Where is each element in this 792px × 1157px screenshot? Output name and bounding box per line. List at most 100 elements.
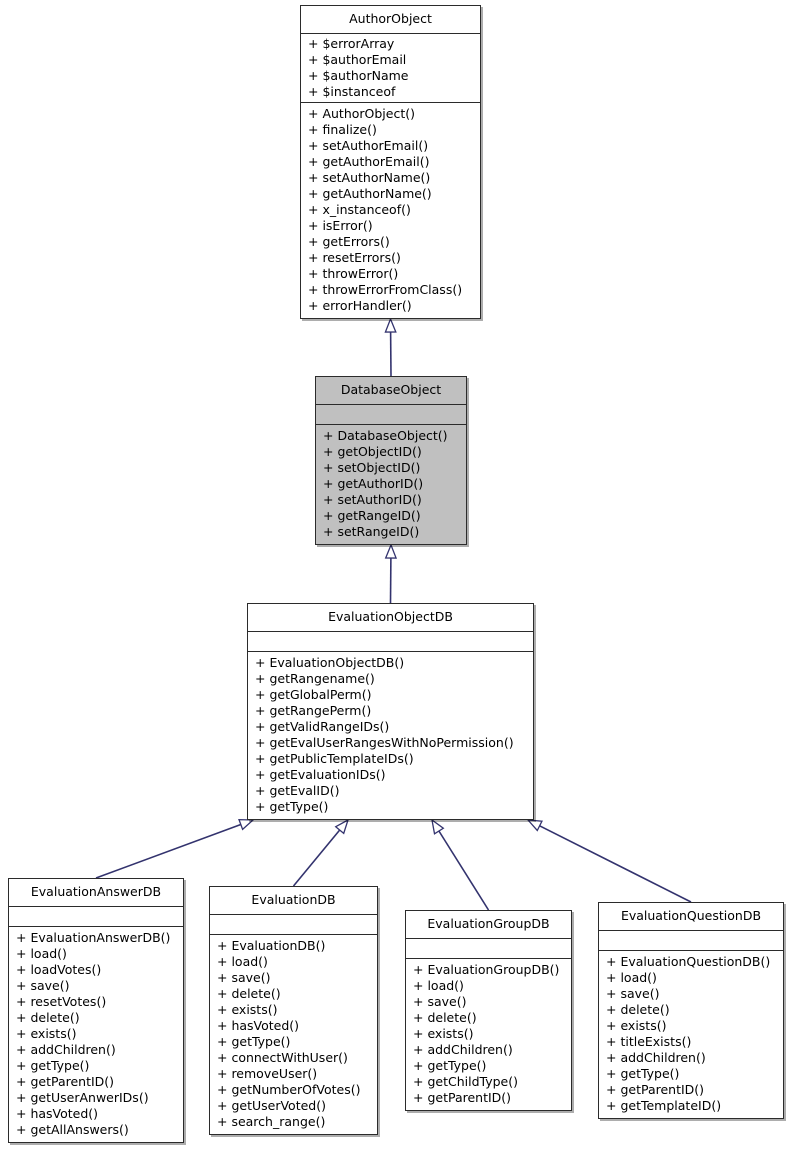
class-box-DatabaseObject[interactable]: DatabaseObject + DatabaseObject()+ getObj…: [315, 376, 467, 545]
operation-row: + resetVotes(): [16, 994, 107, 1009]
operation-row: + resetErrors(): [308, 250, 401, 265]
operation-row: + throwErrorFromClass(): [308, 282, 463, 297]
operation-row: + getUserVoted(): [217, 1098, 326, 1113]
operation-row: + setRangeID(): [323, 524, 420, 539]
operation-row: + exists(): [413, 1026, 474, 1041]
operation-row: + save(): [606, 986, 660, 1001]
operation-row: + EvaluationQuestionDB(): [606, 954, 771, 969]
operation-row: + load(): [16, 946, 67, 961]
operation-row: + hasVoted(): [217, 1018, 300, 1033]
operation-row: + getTemplateID(): [606, 1098, 722, 1113]
operation-row: + getType(): [16, 1058, 90, 1073]
operation-row: + getUserAnwerIDs(): [16, 1090, 149, 1105]
attributes-compartment-EvaluationObjectDB: [248, 632, 533, 652]
attributes-compartment-EvaluationGroupDB: [406, 939, 571, 959]
generalization-line-EvaluationGroupDB-to-EvaluationObjectDB: [438, 830, 490, 911]
operation-row: + addChildren(): [606, 1050, 706, 1065]
operation-row: + load(): [606, 970, 657, 985]
class-name-EvaluationGroupDB: EvaluationGroupDB: [406, 911, 571, 939]
operation-row: + getRangename(): [255, 671, 375, 686]
class-box-AuthorObject[interactable]: AuthorObject+ $errorArray+ $authorEmail+…: [300, 5, 481, 319]
generalization-line-EvaluationDB-to-EvaluationObjectDB: [292, 829, 341, 887]
operation-row: + AuthorObject(): [308, 106, 415, 121]
operations-compartment-EvaluationAnswerDB: + EvaluationAnswerDB()+ load()+ loadVote…: [9, 927, 183, 1142]
operation-row: + throwError(): [308, 266, 399, 281]
operation-row: + getParentID(): [16, 1074, 115, 1089]
operation-row: + setAuthorID(): [323, 492, 422, 507]
operation-row: + load(): [217, 954, 268, 969]
operation-row: + getAuthorName(): [308, 186, 432, 201]
operation-row: + delete(): [217, 986, 281, 1001]
generalization-arrowhead-EvaluationAnswerDB: [238, 818, 255, 831]
operation-row: + delete(): [606, 1002, 670, 1017]
operation-row: + setObjectID(): [323, 460, 421, 475]
operation-row: + load(): [413, 978, 464, 993]
operation-row: + getAllAnswers(): [16, 1122, 129, 1137]
generalization-arrowhead-EvaluationObjectDB: [384, 543, 398, 559]
operation-row: + EvaluationObjectDB(): [255, 655, 405, 670]
generalization-line-EvaluationAnswerDB-to-EvaluationObjectDB: [95, 823, 242, 879]
operation-row: + getRangeID(): [323, 508, 421, 523]
operation-row: + titleExists(): [606, 1034, 692, 1049]
class-box-EvaluationObjectDB[interactable]: EvaluationObjectDB+ EvaluationObjectDB()…: [247, 603, 534, 820]
class-name-DatabaseObject: DatabaseObject: [316, 377, 466, 405]
operation-row: + getRangePerm(): [255, 703, 372, 718]
operation-row: + getPublicTemplateIDs(): [255, 751, 414, 766]
operation-row: + addChildren(): [16, 1042, 116, 1057]
operation-row: + getEvalID(): [255, 783, 340, 798]
operation-row: + EvaluationDB(): [217, 938, 326, 953]
attribute-row: + $authorEmail: [308, 52, 407, 67]
class-name-EvaluationQuestionDB: EvaluationQuestionDB: [599, 903, 783, 931]
operations-compartment-EvaluationDB: + EvaluationDB()+ load()+ save()+ delete…: [210, 935, 377, 1134]
operation-row: + save(): [217, 970, 271, 985]
operation-row: + removeUser(): [217, 1066, 318, 1081]
class-name-EvaluationDB: EvaluationDB: [210, 887, 377, 915]
attributes-compartment-EvaluationAnswerDB: [9, 907, 183, 927]
operation-row: + getObjectID(): [323, 444, 422, 459]
operations-compartment-EvaluationGroupDB: + EvaluationGroupDB()+ load()+ save()+ d…: [406, 959, 571, 1110]
operation-row: + connectWithUser(): [217, 1050, 348, 1065]
generalization-arrowhead-EvaluationQuestionDB: [526, 819, 543, 832]
generalization-arrowhead-EvaluationDB: [334, 818, 350, 835]
operation-row: + getEvalUserRangesWithNoPermission(): [255, 735, 514, 750]
generalization-line-EvaluationQuestionDB-to-EvaluationObjectDB: [539, 825, 692, 903]
operation-row: + getType(): [255, 799, 329, 814]
class-box-EvaluationDB[interactable]: EvaluationDB + EvaluationDB()+ load()+ sa…: [209, 886, 378, 1135]
attributes-compartment-EvaluationDB: [210, 915, 377, 935]
operations-compartment-EvaluationObjectDB: + EvaluationObjectDB()+ getRangename()+ …: [248, 652, 533, 819]
operation-row: + getNumberOfVotes(): [217, 1082, 361, 1097]
class-box-EvaluationAnswerDB[interactable]: EvaluationAnswerDB+ EvaluationAnswerDB()…: [8, 878, 184, 1143]
class-name-AuthorObject: AuthorObject: [301, 6, 480, 34]
operation-row: + getEvaluationIDs(): [255, 767, 386, 782]
operation-row: + search_range(): [217, 1114, 326, 1129]
operation-row: + EvaluationAnswerDB(): [16, 930, 171, 945]
operation-row: + DatabaseObject(): [323, 428, 448, 443]
operation-row: + save(): [413, 994, 467, 1009]
operation-row: + getGlobalPerm(): [255, 687, 372, 702]
operation-row: + save(): [16, 978, 70, 993]
attribute-row: + $authorName: [308, 68, 409, 83]
operation-row: + getErrors(): [308, 234, 390, 249]
operations-compartment-AuthorObject: + AuthorObject()+ finalize()+ setAuthorE…: [301, 103, 480, 318]
operation-row: + getAuthorEmail(): [308, 154, 430, 169]
operation-row: + getChildType(): [413, 1074, 518, 1089]
operation-row: + getParentID(): [413, 1090, 512, 1105]
class-box-EvaluationGroupDB[interactable]: EvaluationGroupDB+ EvaluationGroupDB()+ …: [405, 910, 572, 1111]
operation-row: + exists(): [217, 1002, 278, 1017]
attributes-compartment-EvaluationQuestionDB: [599, 931, 783, 951]
operation-row: + delete(): [16, 1010, 80, 1025]
class-box-EvaluationQuestionDB[interactable]: EvaluationQuestionDB + EvaluationQuestion…: [598, 902, 784, 1119]
operation-row: + x_instanceof(): [308, 202, 411, 217]
operation-row: + delete(): [413, 1010, 477, 1025]
operation-row: + getAuthorID(): [323, 476, 424, 491]
operation-row: + EvaluationGroupDB(): [413, 962, 560, 977]
operation-row: + addChildren(): [413, 1042, 513, 1057]
generalization-arrowhead-DatabaseObject: [384, 317, 397, 333]
attributes-compartment-DatabaseObject: [316, 405, 466, 425]
operation-row: + errorHandler(): [308, 298, 412, 313]
operation-row: + getValidRangeIDs(): [255, 719, 390, 734]
operation-row: + exists(): [606, 1018, 667, 1033]
operation-row: + exists(): [16, 1026, 77, 1041]
operation-row: + getParentID(): [606, 1082, 705, 1097]
